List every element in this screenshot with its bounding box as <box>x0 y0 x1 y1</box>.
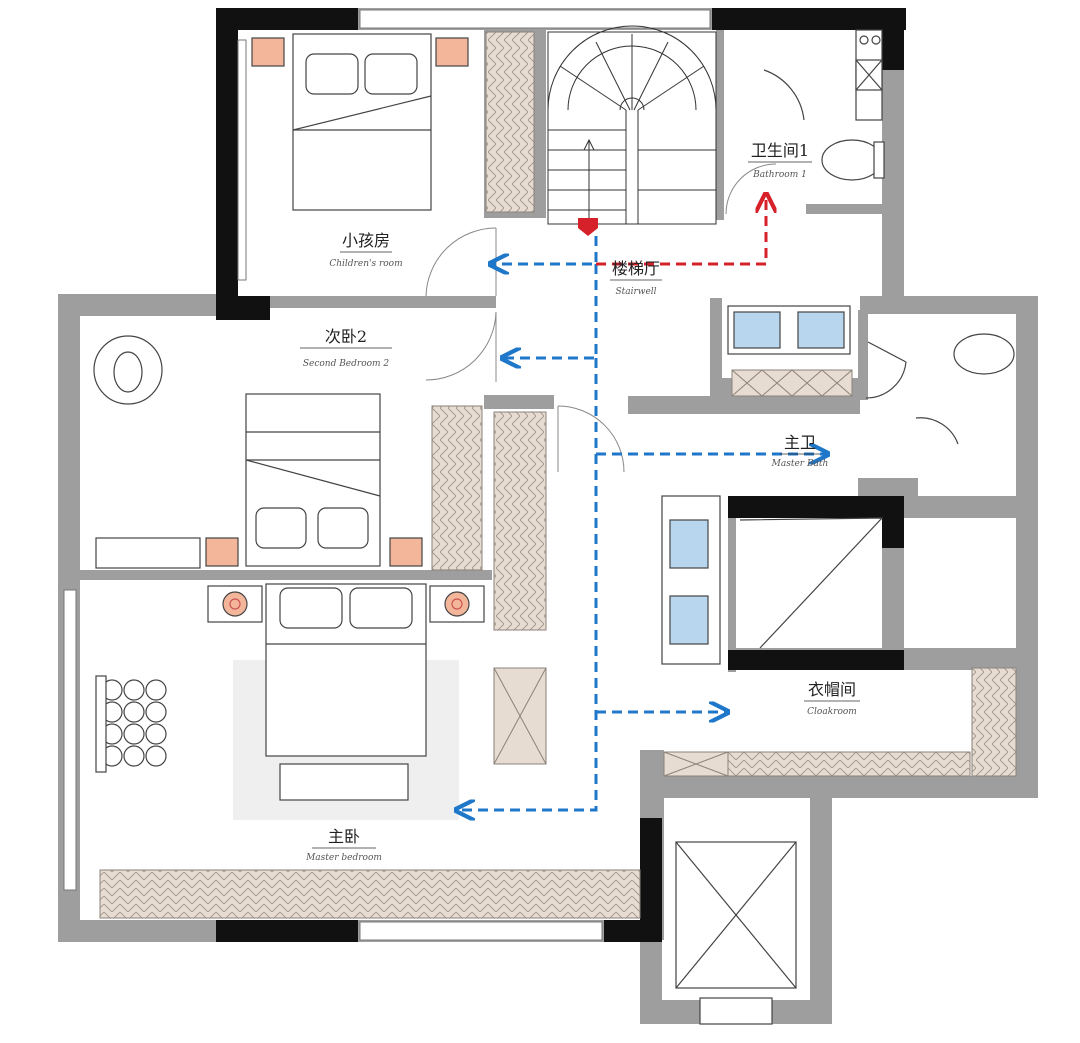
bathroom-fixtures <box>661 29 1015 665</box>
room-label-stairwell: 楼梯厅 Stairwell <box>610 259 662 297</box>
svg-text:卫生间1: 卫生间1 <box>751 141 809 160</box>
route-red <box>596 196 766 266</box>
windows <box>63 9 711 941</box>
svg-text:Master Bath: Master Bath <box>771 459 829 469</box>
svg-text:Stairwell: Stairwell <box>615 287 656 297</box>
svg-text:Master bedroom: Master bedroom <box>305 853 382 863</box>
svg-text:主卫: 主卫 <box>784 433 816 452</box>
room-label-children: 小孩房 Children's room <box>329 231 402 269</box>
route-blue <box>458 236 826 810</box>
elevator <box>675 841 797 1025</box>
room-label-second-bedroom: 次卧2 Second Bedroom 2 <box>300 327 392 369</box>
room-label-master-bedroom: 主卧 Master bedroom <box>305 827 382 863</box>
svg-text:主卧: 主卧 <box>328 827 360 846</box>
svg-text:Children's room: Children's room <box>329 259 402 269</box>
svg-text:Cloakroom: Cloakroom <box>807 707 857 717</box>
master-bed <box>207 583 485 801</box>
wardrobes <box>99 31 1017 919</box>
door-swings <box>425 163 777 473</box>
room-label-bathroom1: 卫生间1 Bathroom 1 <box>748 141 812 180</box>
svg-text:衣帽间: 衣帽间 <box>808 680 856 699</box>
room-label-master-bath: 主卫 Master Bath <box>771 433 829 469</box>
solid-walls <box>216 8 906 942</box>
svg-text:次卧2: 次卧2 <box>325 327 367 346</box>
svg-text:小孩房: 小孩房 <box>342 231 390 250</box>
staircase <box>547 25 717 225</box>
svg-text:Bathroom 1: Bathroom 1 <box>752 170 807 180</box>
armchair <box>93 335 163 405</box>
svg-text:Second Bedroom 2: Second Bedroom 2 <box>303 359 390 369</box>
room-label-cloakroom: 衣帽间 Cloakroom <box>804 680 860 717</box>
children-bed <box>251 33 469 211</box>
second-bed <box>95 393 423 569</box>
svg-text:楼梯厅: 楼梯厅 <box>612 259 660 278</box>
sofa-group <box>95 675 167 773</box>
start-marker <box>578 218 598 236</box>
